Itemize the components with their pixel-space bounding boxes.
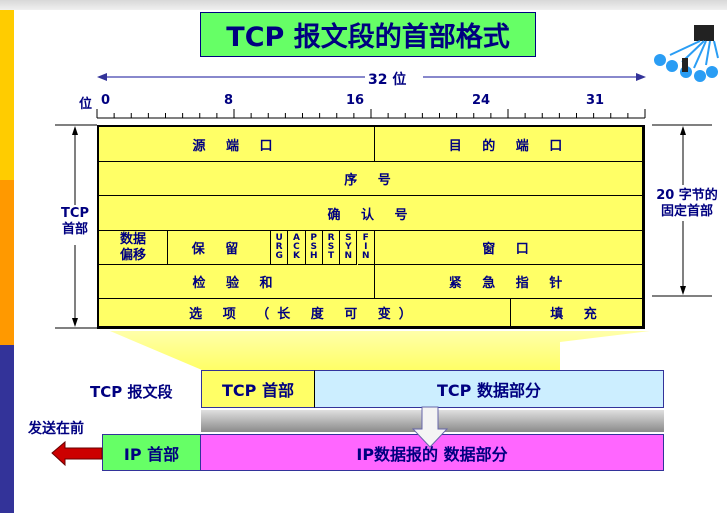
field-checksum: 检 验 和 xyxy=(99,265,375,299)
width-label: 32 位 xyxy=(368,72,407,88)
side-strip-yellow xyxy=(0,10,14,180)
left-arrow-icon xyxy=(51,440,103,467)
tick-label: 8 xyxy=(224,93,234,108)
flag-fin: FIN xyxy=(357,231,375,265)
left-label: TCP xyxy=(61,206,89,221)
top-bar xyxy=(0,0,727,10)
flag-label: RST xyxy=(327,233,335,261)
flag-label: FIN xyxy=(361,233,370,261)
flag-psh: PSH xyxy=(305,231,323,265)
flag-label: URG xyxy=(275,233,283,261)
field-data-offset: 数据偏移 xyxy=(99,231,168,265)
bit-ruler xyxy=(96,73,646,119)
field-urgent-pointer: 紧 急 指 针 xyxy=(375,265,644,299)
send-first-label: 发送在前 xyxy=(28,421,84,437)
flag-urg: URG xyxy=(271,231,289,265)
right-label: 固定首部 xyxy=(660,204,713,219)
flag-label: SYN xyxy=(344,233,353,261)
right-label: 20 字节的 xyxy=(656,188,718,203)
tcp-header-table: 源 端 口 目 的 端 口 序 号 确 认 号 数据偏移 保 留 URG ACK… xyxy=(97,125,645,329)
ruler-unit: 位 xyxy=(79,97,93,112)
tick-label: 24 xyxy=(472,93,491,108)
tick-label: 0 xyxy=(101,93,111,108)
flag-rst: RST xyxy=(322,231,341,265)
side-strip-orange xyxy=(0,180,14,345)
field-reserved: 保 留 xyxy=(168,231,271,265)
field-sequence-number: 序 号 xyxy=(99,162,644,196)
left-label: 首部 xyxy=(61,222,88,237)
field-destination-port: 目 的 端 口 xyxy=(375,127,644,162)
network-icon xyxy=(654,25,719,82)
page-title: TCP 报文段的首部格式 xyxy=(200,12,536,57)
field-ack-number: 确 认 号 xyxy=(99,196,644,231)
tick-label: 16 xyxy=(346,93,365,108)
tcp-data-box: TCP 数据部分 xyxy=(315,370,664,408)
side-strip-blue xyxy=(0,345,14,513)
tick-label: 31 xyxy=(586,93,605,108)
flag-ack: ACK xyxy=(288,231,306,265)
field-window: 窗 口 xyxy=(375,231,644,265)
ip-header-box: IP 首部 xyxy=(102,434,201,471)
field-options: 选 项 （长 度 可 变） xyxy=(99,299,511,326)
flag-label: PSH xyxy=(309,233,318,261)
segment-label: TCP 报文段 xyxy=(90,383,173,401)
flag-label: ACK xyxy=(292,233,300,261)
field-source-port: 源 端 口 xyxy=(99,127,375,162)
tcp-header-box: TCP 首部 xyxy=(201,370,315,408)
down-arrow-icon xyxy=(412,406,448,448)
flag-syn: SYN xyxy=(340,231,358,265)
field-padding: 填 充 xyxy=(550,307,605,322)
header-length-arrow-right xyxy=(652,124,712,297)
header-length-arrow-left xyxy=(55,124,97,329)
